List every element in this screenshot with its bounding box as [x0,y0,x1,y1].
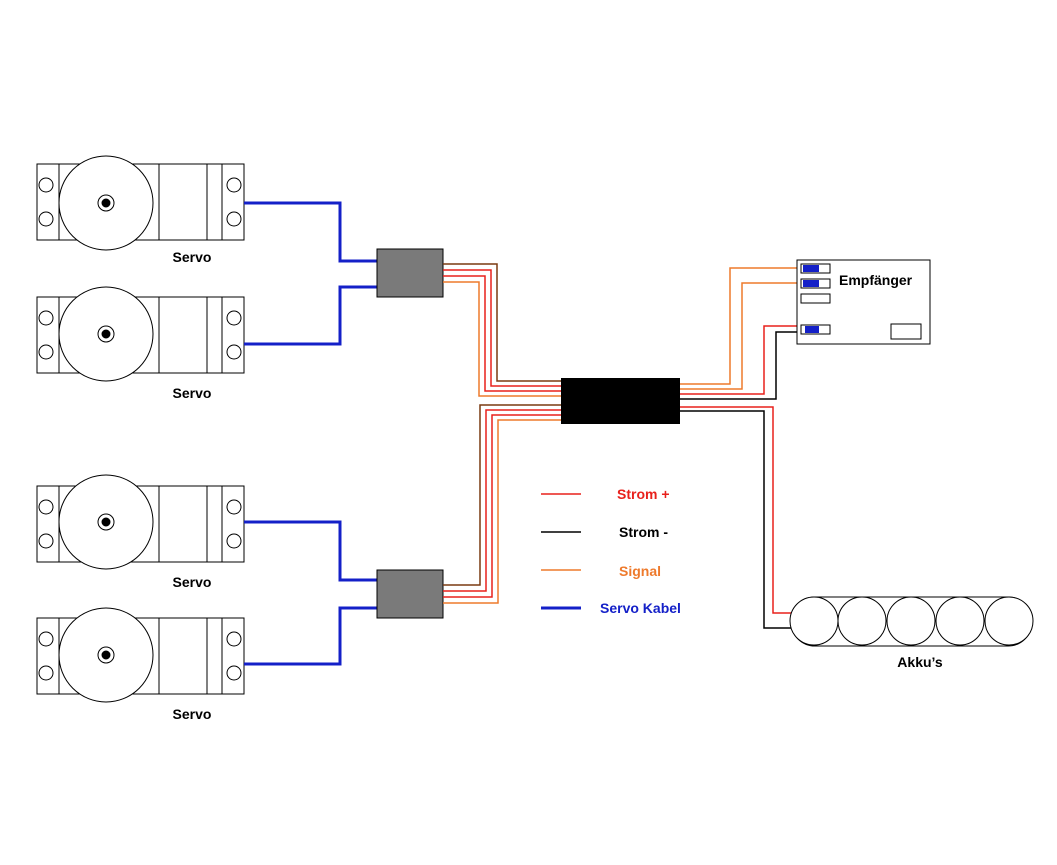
servo-cable [244,201,377,263]
legend-label-signal: Signal [619,563,661,579]
wires-to-battery [680,406,791,629]
receiver-slot [800,293,831,304]
wires-top-splitter [443,263,561,397]
servo-1 [36,155,245,251]
servo-label: Servo [173,249,212,265]
legend-label-strom-plus: Strom + [617,486,670,502]
battery-cell [984,596,1034,646]
servo-cables [244,201,377,666]
servo-label: Servo [173,385,212,401]
legend: Strom + Strom - Signal Servo Kabel [541,486,681,616]
servo-cable [244,520,377,582]
receiver: Empfänger [796,259,931,345]
wires-to-receiver [680,267,810,400]
servo-4 [36,607,245,703]
servo-label: Servo [173,706,212,722]
battery-cell [789,596,839,646]
y-splitter-bottom [376,569,444,619]
wires-bottom-splitter [443,404,561,604]
servo-label: Servo [173,574,212,590]
servo-3 [36,474,245,570]
battery-cell [837,596,887,646]
battery-label: Akku’s [897,654,943,670]
servo-cable [244,606,377,666]
servo-2 [36,286,245,382]
y-splitter-top [376,248,444,298]
battery-pack [789,596,1034,647]
legend-label-servo-kabel: Servo Kabel [600,600,681,616]
battery-cell [935,596,985,646]
receiver-label: Empfänger [839,272,913,288]
receiver-switch [890,323,922,340]
battery-cell [886,596,936,646]
servo-cable [244,285,377,346]
main-hub [561,378,680,424]
legend-label-strom-minus: Strom - [619,524,668,540]
